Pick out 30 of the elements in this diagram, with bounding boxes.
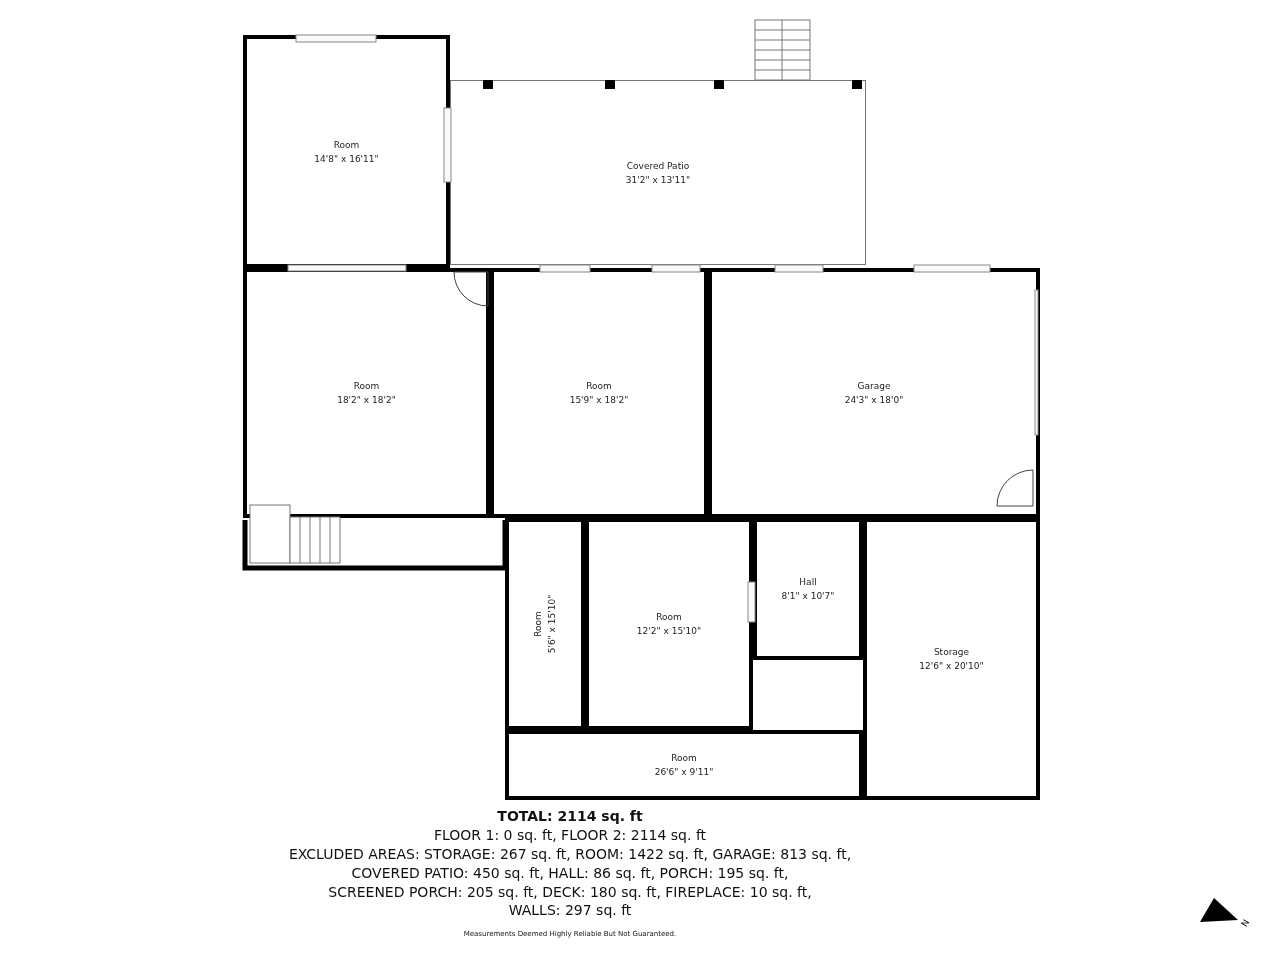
room-name: Room xyxy=(586,380,612,393)
area-summary: SCREENED PORCH: 205 sq. ft, DECK: 180 sq. ft, FIREPLACE: 10 sq. ft, xyxy=(327,884,813,900)
room-outline xyxy=(243,268,490,518)
room-dimensions: 8'1" x 10'7" xyxy=(781,590,835,603)
room-name: Hall xyxy=(799,576,817,589)
room-dimensions: 31'2" x 13'11" xyxy=(625,173,691,187)
room-dimensions: 5'6" x 15'10" xyxy=(546,594,558,654)
room-dimensions: 18'2" x 18'2" xyxy=(337,394,396,407)
room-dimensions: 12'6" x 20'10" xyxy=(919,660,984,673)
room-dimensions: 24'3" x 18'0" xyxy=(844,394,904,407)
room-dimensions: 26'6" x 9'11" xyxy=(654,766,714,779)
area-summary: FLOOR 1: 0 sq. ft, FLOOR 2: 2114 sq. ft xyxy=(432,827,708,843)
area-summary: COVERED PATIO: 450 sq. ft, HALL: 86 sq. ft, PORCH: 195 sq. ft, xyxy=(350,865,790,881)
room-name: Room xyxy=(532,611,544,637)
patio-outline xyxy=(450,80,866,265)
room-name: Storage xyxy=(933,646,970,659)
area-summary: EXCLUDED AREAS: STORAGE: 267 sq. ft, ROOM: 1422 sq. ft, GARAGE: 813 sq. ft, xyxy=(287,846,853,862)
room-dimensions: 14'8" x 16'11" xyxy=(314,152,379,166)
total-area: TOTAL: 2114 sq. ft xyxy=(0,808,1140,824)
room-name: Room xyxy=(333,138,360,152)
compass-letter: N xyxy=(1239,917,1252,929)
room-name: Covered Patio xyxy=(626,159,690,173)
room-dimensions: 15'9" x 18'2" xyxy=(569,394,629,407)
room-dimensions: 12'2" x 15'10" xyxy=(636,625,702,638)
room-name: Room xyxy=(353,380,380,393)
room-outline xyxy=(243,35,450,268)
room-name: Room xyxy=(671,752,697,765)
room-name: Garage xyxy=(857,380,891,393)
room-name: Room xyxy=(656,611,682,624)
area-summary: WALLS: 297 sq. ft xyxy=(507,902,633,918)
